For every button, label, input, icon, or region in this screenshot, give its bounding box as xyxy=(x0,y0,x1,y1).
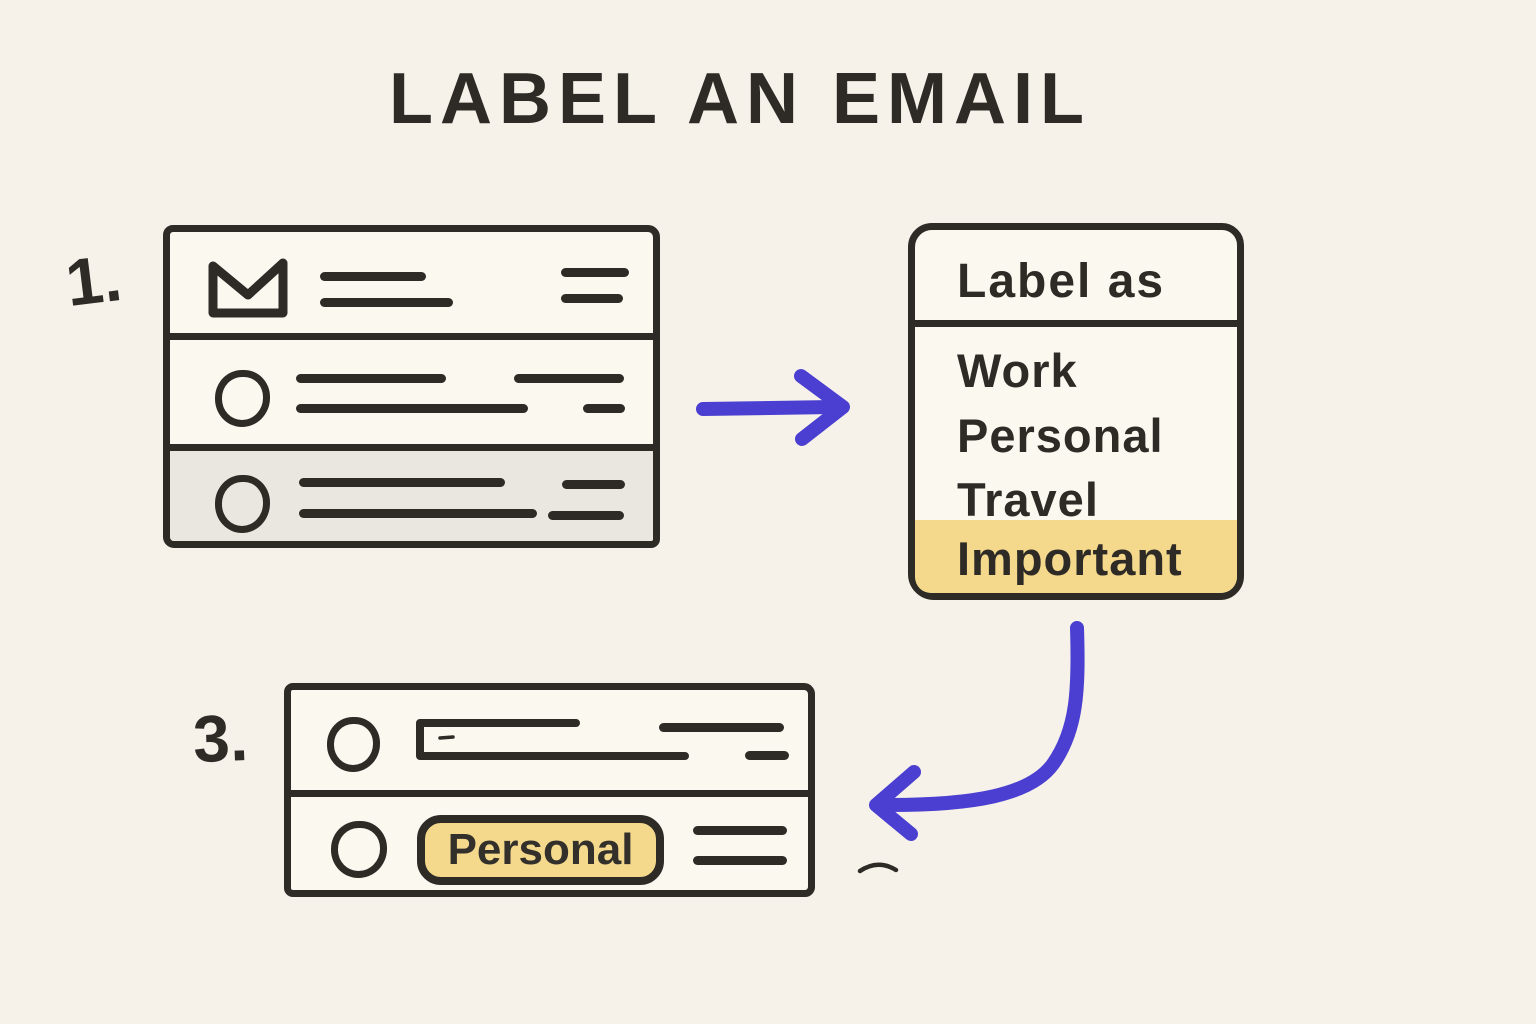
menu-item-important: Important xyxy=(957,532,1183,585)
empty-label-placeholder xyxy=(416,719,689,760)
inbox-sketch xyxy=(163,225,660,548)
text-line xyxy=(745,751,789,760)
radio-circle-icon xyxy=(331,821,387,878)
text-line xyxy=(299,509,537,518)
mail-icon xyxy=(208,258,288,318)
menu-title: Label as xyxy=(957,255,1166,308)
menu-divider xyxy=(912,320,1240,327)
page-title: LABEL AN EMAIL xyxy=(389,59,1091,139)
radio-circle-icon xyxy=(215,475,270,533)
menu-item-work: Work xyxy=(957,344,1078,397)
text-line xyxy=(514,374,624,383)
personal-label-tag: Personal xyxy=(417,815,664,885)
menu-item-personal: Personal xyxy=(957,409,1164,462)
text-line xyxy=(562,480,625,489)
text-line xyxy=(320,272,426,281)
personal-label-text: Personal xyxy=(447,825,634,874)
curved-left-arrow-icon xyxy=(869,621,1085,841)
row-divider xyxy=(167,333,656,340)
right-arrow-icon xyxy=(696,369,850,446)
text-line xyxy=(561,294,623,303)
label-as-menu: Label as Work Personal Travel Important xyxy=(908,223,1244,600)
row-divider xyxy=(288,790,811,797)
step-1-number: 1. xyxy=(61,239,126,321)
text-line xyxy=(548,511,624,520)
text-line xyxy=(561,268,629,277)
stray-mark xyxy=(857,862,899,874)
text-line xyxy=(320,298,453,307)
labeled-email-sketch: Personal xyxy=(284,683,815,897)
text-line xyxy=(693,856,787,865)
text-line xyxy=(296,404,528,413)
text-line xyxy=(693,826,787,835)
radio-circle-icon xyxy=(327,717,380,772)
highlighted-menu-item: Important xyxy=(915,520,1237,593)
text-line xyxy=(659,723,784,732)
step-3-number: 3. xyxy=(191,700,250,776)
radio-circle-icon xyxy=(215,370,270,427)
menu-item-travel: Travel xyxy=(957,473,1099,526)
text-line xyxy=(583,404,625,413)
row-divider xyxy=(167,444,656,451)
text-line xyxy=(299,478,505,487)
text-line xyxy=(296,374,446,383)
